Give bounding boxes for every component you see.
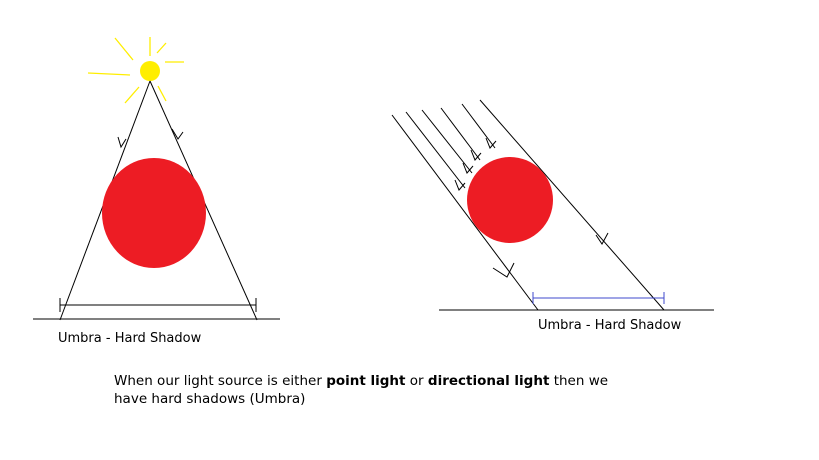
caption-directional-light: directional light <box>427 373 550 389</box>
arrowhead-icon <box>595 232 609 245</box>
point-light-diagram <box>33 37 280 321</box>
arrowhead-icon <box>171 128 184 140</box>
arrowhead-icon <box>485 137 497 149</box>
arrowhead-icon <box>462 162 474 174</box>
arrowhead-icon <box>492 262 515 278</box>
occluder-sphere <box>467 157 553 243</box>
arrowhead-icon <box>117 136 127 149</box>
directional-light-diagram <box>391 99 714 311</box>
point-light-umbra-label: Umbra - Hard Shadow <box>58 331 202 346</box>
directional-rays <box>391 99 665 311</box>
ray-arrowheads <box>454 137 609 278</box>
sun-rays <box>87 37 184 104</box>
directional-light-umbra-label: Umbra - Hard Shadow <box>538 318 682 333</box>
sun-icon <box>140 61 160 81</box>
caption-part-3: then we have hard shadows (Umbra) <box>114 373 609 407</box>
arrowhead-icon <box>454 179 466 191</box>
caption-part-1: When our light source is either <box>114 373 327 389</box>
caption-part-2: or <box>405 373 428 389</box>
caption-text: When our light source is either point li… <box>114 372 634 408</box>
caption-point-light: point light <box>326 373 406 389</box>
arrowhead-icon <box>470 149 482 161</box>
occluder-sphere <box>102 158 206 268</box>
